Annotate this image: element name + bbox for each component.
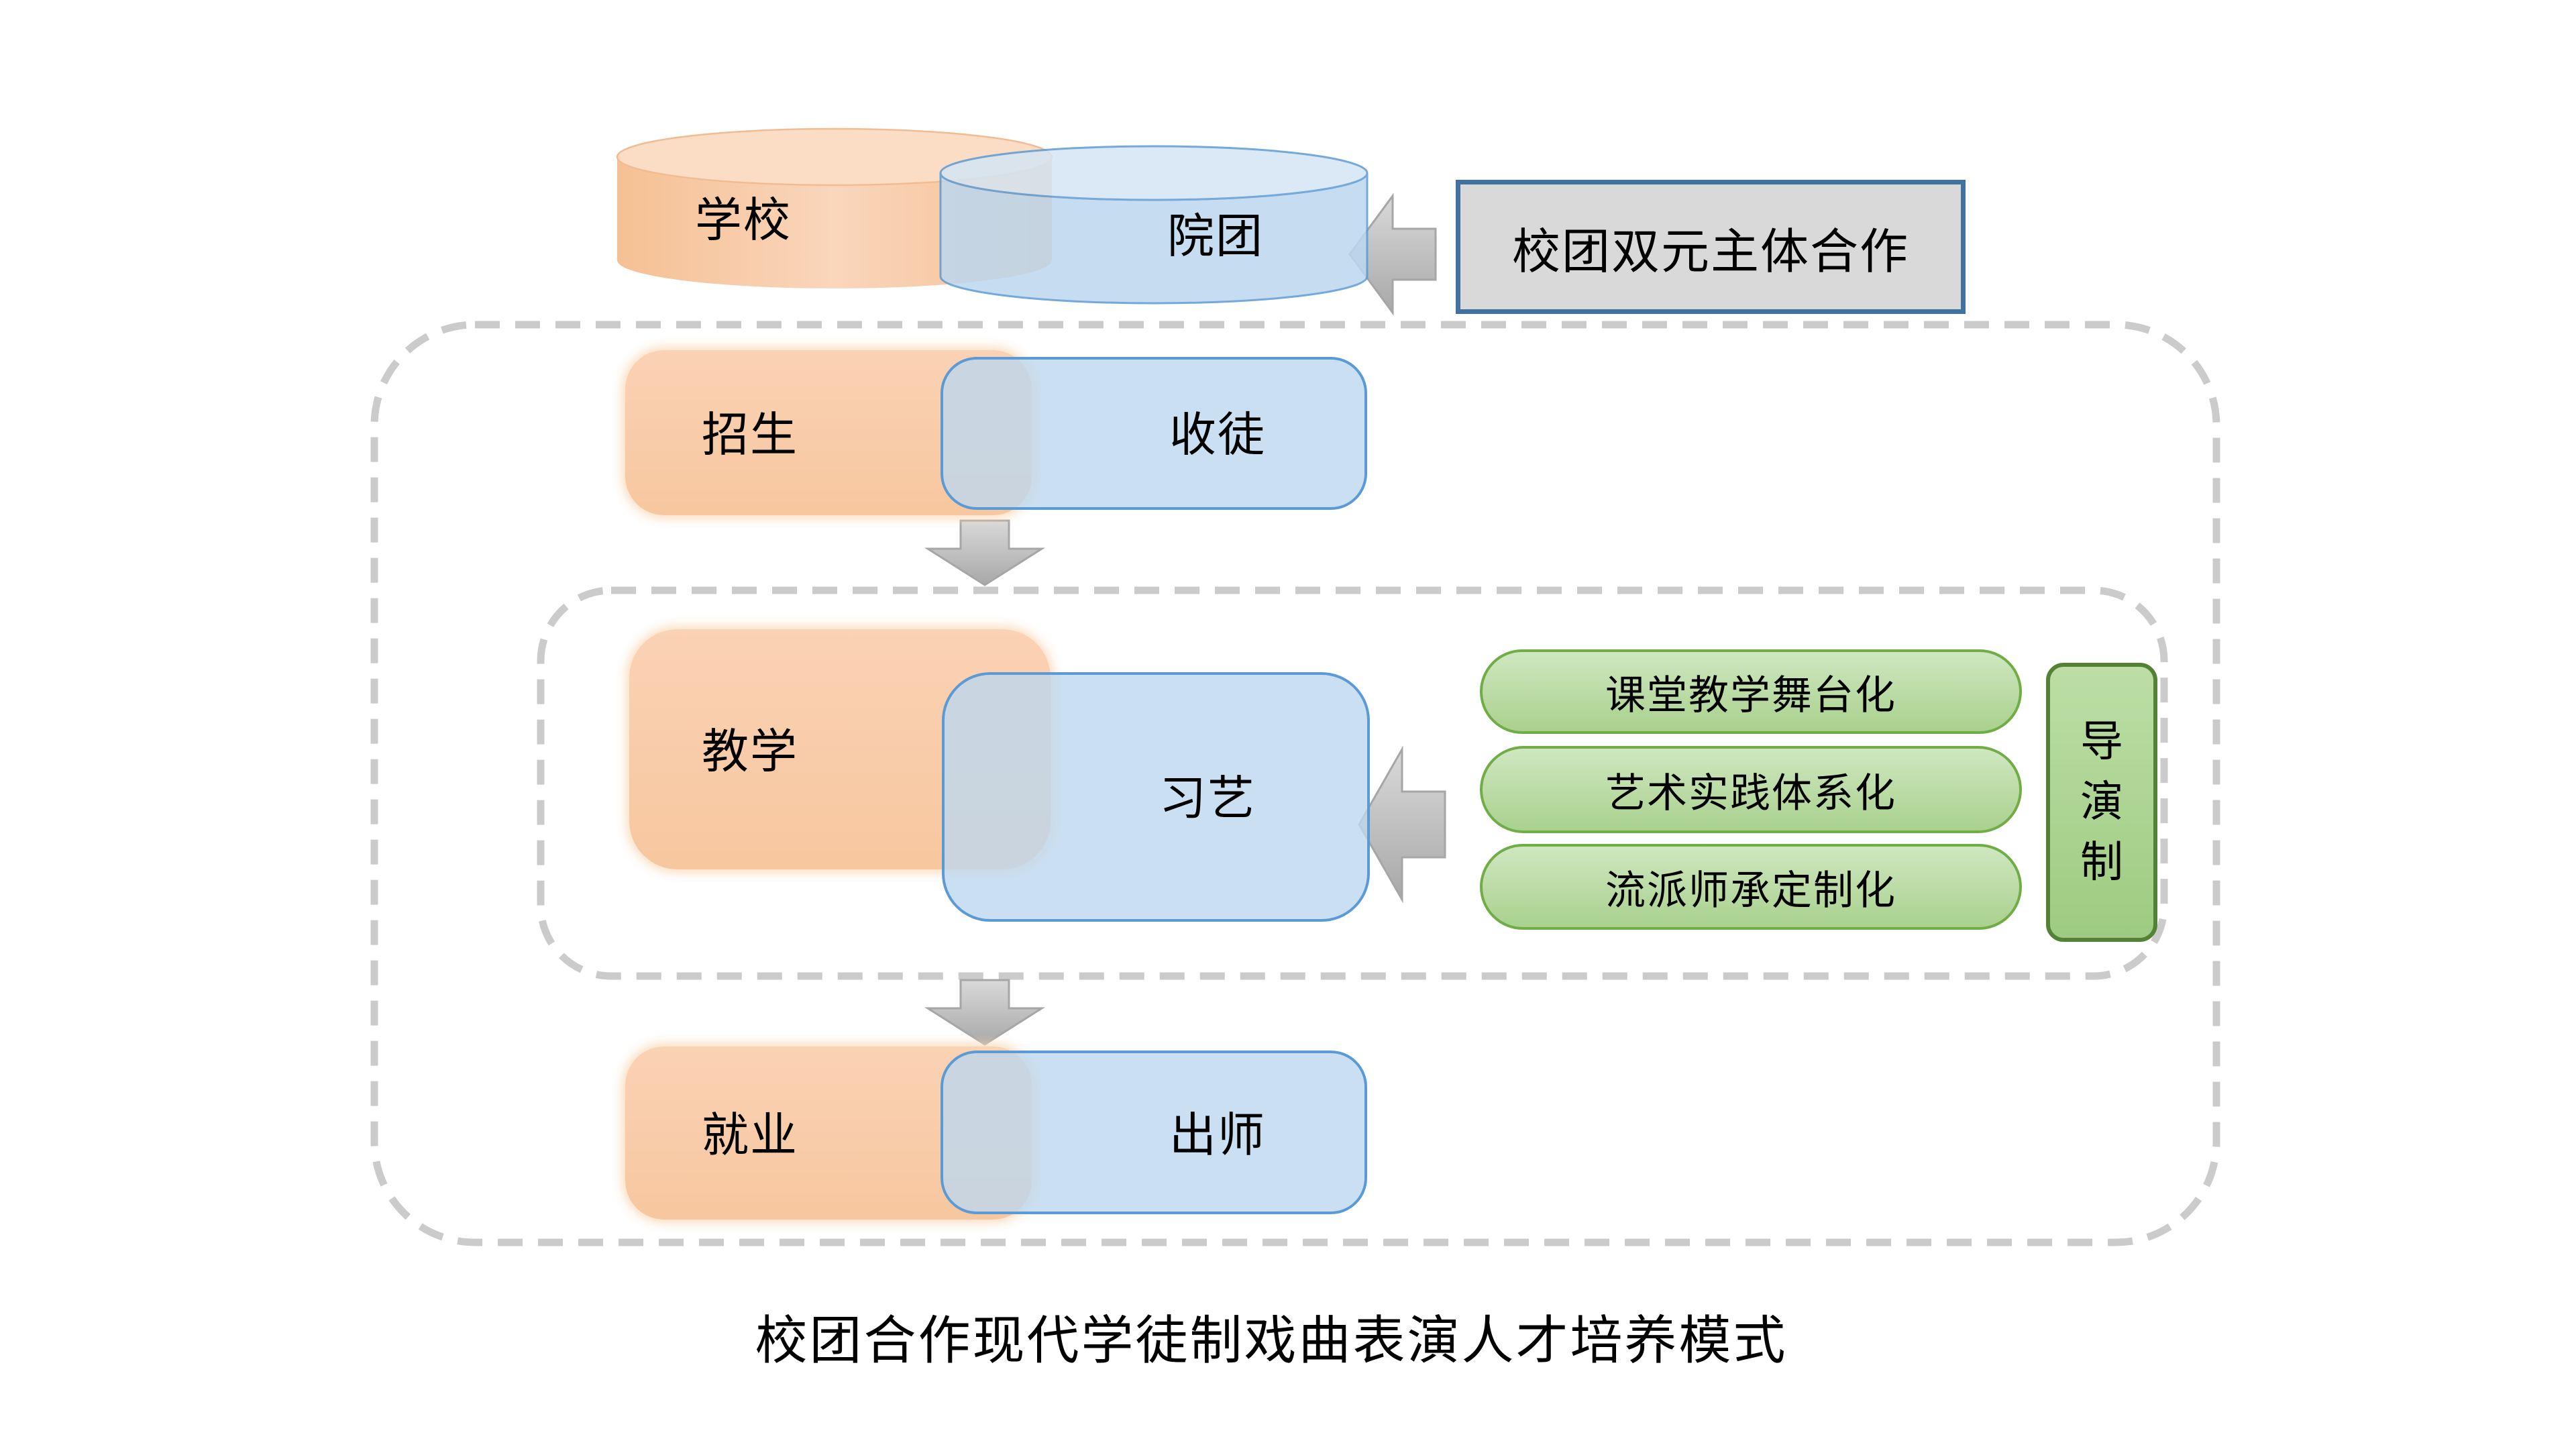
left-arrow-icon [1348, 193, 1437, 316]
director-system-box: 导 演 制 [2046, 663, 2157, 942]
cooperation-label: 校团双元主体合作 [1511, 223, 1909, 280]
practice-box [942, 672, 1370, 922]
feature-pill: 课堂教学舞台化 [1480, 649, 2022, 734]
apprentice-label: 收徒 [1169, 407, 1266, 462]
feature-pill-label: 流派师承定制化 [1605, 867, 1896, 914]
feature-pill-label: 艺术实践体系化 [1605, 769, 1896, 817]
apprentice-box [941, 357, 1367, 510]
troupe-cylinder [939, 145, 1368, 305]
practice-label: 习艺 [1159, 771, 1256, 826]
left-arrow-icon [1358, 745, 1446, 904]
director-system-char: 制 [2080, 838, 2123, 888]
troupe-label: 院团 [1167, 209, 1264, 264]
down-arrow-icon [924, 519, 1046, 586]
inner-teaching-container-border [537, 586, 2168, 980]
cooperation-box: 校团双元主体合作 [1456, 180, 1966, 314]
graduate-box [941, 1051, 1367, 1214]
diagram-caption: 校团合作现代学徒制戏曲表演人才培养模式 [755, 1311, 1788, 1371]
feature-pill: 流派师承定制化 [1480, 844, 2022, 930]
director-system-char: 演 [2080, 777, 2123, 827]
graduate-label: 出师 [1169, 1108, 1266, 1163]
director-system-char: 导 [2080, 717, 2123, 767]
feature-pill: 艺术实践体系化 [1480, 746, 2022, 833]
feature-pill-label: 课堂教学舞台化 [1605, 672, 1896, 719]
teach-label: 教学 [702, 724, 798, 779]
outer-flow-container-border [370, 321, 2220, 1246]
enroll-label: 招生 [702, 407, 798, 462]
school-label: 学校 [695, 193, 792, 248]
down-arrow-icon [924, 979, 1046, 1046]
employ-label: 就业 [702, 1108, 798, 1163]
